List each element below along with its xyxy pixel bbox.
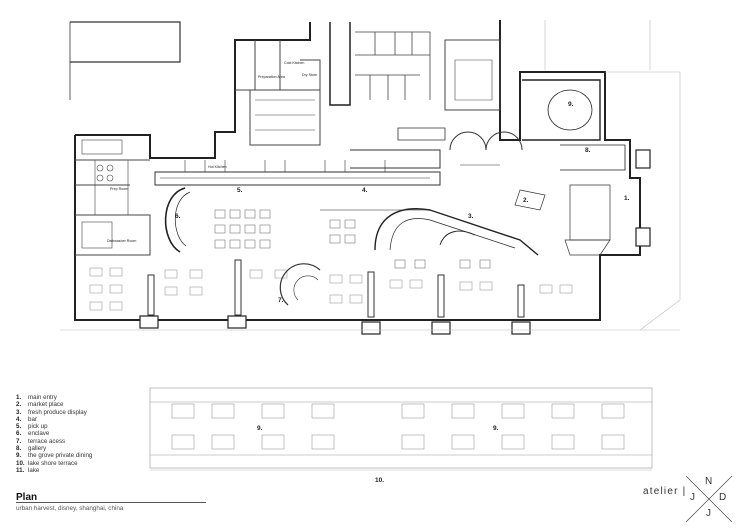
label-dishwasher: Dishwasher Room [107, 239, 136, 243]
right-exterior [60, 20, 681, 331]
plan-subtitle: urban harvest, disney, shanghai, china [16, 505, 124, 512]
plan-number-labels: 1. 2. 3. 4. 5. 6. 7. 8. 9. 9. 9. 10. [175, 101, 630, 484]
legend: 1. main entry 2. market place 3. fresh produc… [16, 394, 216, 474]
label-enclave: 6. [175, 213, 181, 220]
legend-item: 4. bar [16, 416, 216, 423]
legend-number: 11. [16, 466, 25, 474]
legend-number: 8. [16, 445, 22, 453]
service-core-walls [235, 31, 501, 146]
legend-label: terrace acess [28, 437, 66, 445]
label-dry-store: Dry Store [302, 73, 317, 77]
label-terrace-access: 7. [278, 297, 284, 304]
mono-letter-right: D [719, 492, 727, 503]
legend-item: 8. gallery [16, 445, 216, 452]
mono-letter-bottom: J [706, 508, 711, 519]
legend-number: 5. [16, 423, 22, 431]
legend-label: main entry [28, 394, 57, 401]
brand-name: atelier | [643, 486, 687, 497]
enclave-booth [164, 187, 191, 253]
main-entry [514, 184, 611, 256]
legend-number: 1. [16, 394, 22, 401]
plan-room-labels: Hot Kitchen Cold Kitchen Dry Store Dishw… [107, 61, 317, 243]
legend-number: 6. [16, 430, 22, 438]
legend-number: 2. [16, 401, 22, 409]
lake-shore-terrace [149, 387, 653, 471]
legend-item: 10.lake shore terrace [16, 460, 216, 467]
legend-label: gallery [28, 445, 47, 453]
label-cold-kitchen: Cold Kitchen [284, 61, 304, 65]
center-dining-tables [214, 209, 491, 269]
legend-label: lake [28, 466, 40, 474]
legend-item: 7. terrace acess [16, 438, 216, 445]
legend-item: 9. the grove private dining [16, 452, 216, 459]
label-bar: 4. [362, 187, 368, 194]
label-main-entry: 1. [624, 195, 630, 202]
legend-number: 7. [16, 437, 22, 445]
legend-item: 11.lake [16, 467, 216, 474]
legend-number: 3. [16, 408, 22, 416]
title-divider [16, 502, 206, 503]
legend-label: the grove private dining [28, 452, 93, 460]
bar-area [350, 127, 523, 169]
produce-display [320, 208, 539, 256]
terrace-table-sets [171, 403, 625, 450]
label-gallery: 8. [585, 147, 591, 154]
pickup-counter [154, 160, 441, 186]
legend-item: 1. main entry [16, 394, 216, 401]
plan-title: Plan [16, 492, 38, 503]
building-outline [74, 20, 641, 321]
facade-windows [139, 149, 651, 335]
facade-banquettes [147, 259, 525, 318]
mono-letter-left: J [690, 492, 695, 503]
legend-label: market place [28, 401, 64, 409]
legend-label: pick up [28, 423, 48, 431]
label-pick-up: 5. [237, 187, 243, 194]
label-terrace-dining-b: 9. [493, 425, 499, 432]
legend-label: enclave [28, 430, 50, 438]
facade-tables [89, 267, 573, 311]
label-produce-display: 3. [468, 213, 474, 220]
legend-item: 3. fresh produce display [16, 409, 216, 416]
legend-item: 5. pick up [16, 423, 216, 430]
legend-number: 10. [16, 459, 25, 467]
label-prep-room: Prep Room [110, 187, 128, 191]
legend-number: 9. [16, 452, 22, 460]
legend-label: bar [28, 415, 37, 423]
brand-monogram-lines [685, 475, 733, 523]
label-preparation: Preparation Area [258, 75, 285, 79]
label-market-place: 2. [523, 197, 529, 204]
label-private-dining: 9. [568, 101, 574, 108]
legend-label: fresh produce display [28, 408, 87, 416]
mono-letter-top: N [705, 476, 713, 487]
label-lake-shore-terrace: 10. [375, 477, 384, 484]
private-dining [522, 79, 626, 171]
left-kitchen-block [75, 139, 151, 256]
legend-number: 4. [16, 415, 22, 423]
label-terrace-dining-a: 9. [257, 425, 263, 432]
upper-left-wing [69, 21, 181, 100]
label-hot-kitchen: Hot Kitchen [208, 165, 227, 169]
legend-item: 2. market place [16, 401, 216, 408]
legend-item: 6. enclave [16, 430, 216, 437]
round-booth [279, 263, 321, 306]
legend-label: lake shore terrace [28, 459, 78, 467]
